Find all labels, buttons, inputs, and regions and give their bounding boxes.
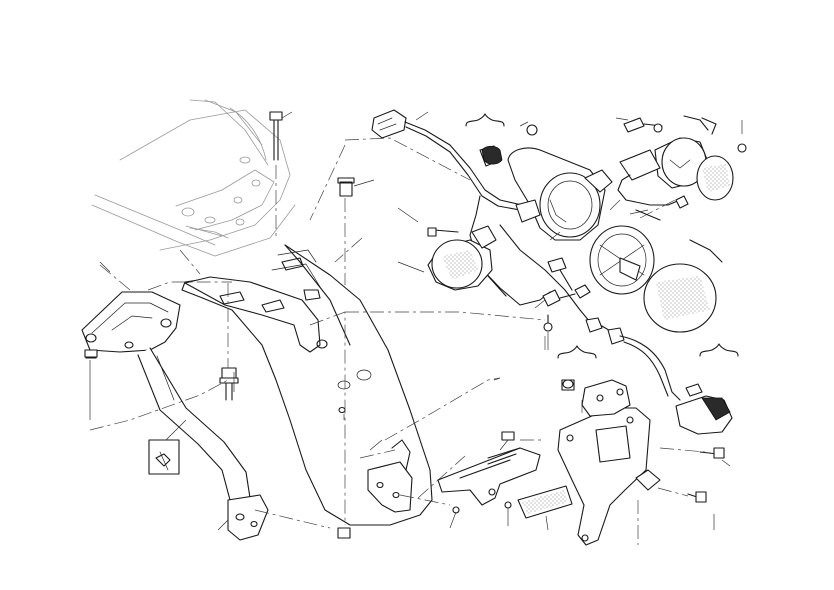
assembly-lines [89, 137, 706, 545]
license-plate-support [81, 291, 269, 541]
reflector [517, 485, 573, 519]
group-brackets [465, 113, 739, 359]
rear-mudguard [181, 244, 433, 526]
right-rear-turn-indicator [617, 117, 747, 209]
rear-frame [91, 99, 296, 257]
right-turn-indicator-small [561, 379, 733, 503]
fasteners [84, 111, 355, 539]
license-plate-light [437, 431, 541, 514]
wiring-harness [371, 109, 681, 401]
tail-light-lens [589, 225, 717, 333]
tail-light [479, 124, 613, 241]
left-rear-turn-indicator [427, 225, 497, 291]
leader-lines [89, 111, 743, 531]
detail-box [148, 439, 180, 475]
license-plate-bracket [557, 379, 661, 546]
